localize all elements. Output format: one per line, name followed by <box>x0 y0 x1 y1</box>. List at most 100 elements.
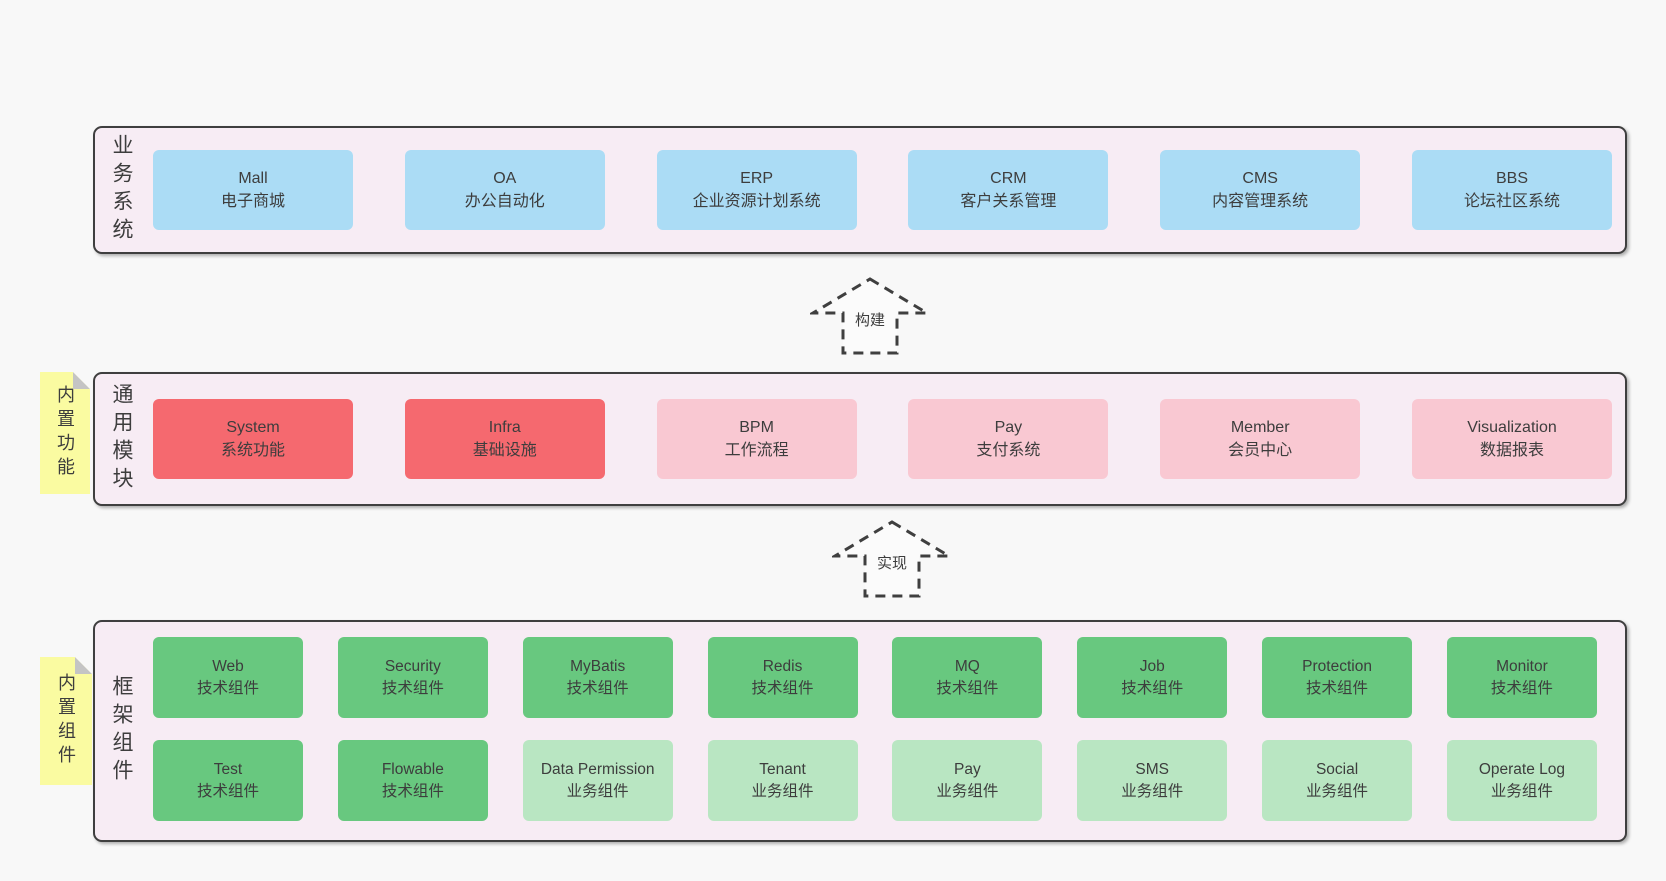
component-subtitle: 技术组件 <box>381 679 444 697</box>
component-subtitle: 业务组件 <box>1490 782 1553 800</box>
component-title: Redis <box>762 657 803 675</box>
component-title: ERP <box>740 170 774 187</box>
layer-framework-label: 框架组件 <box>110 675 133 787</box>
box-erp: ERP 企业资源计划系统 <box>656 150 857 230</box>
build-arrow-label: 构建 <box>851 309 889 330</box>
component-title: Infra <box>488 419 521 436</box>
component-title: Job <box>1139 657 1165 675</box>
business-box-row: Mall 电子商城 OA 办公自动化 ERP 企业资源计划系统 CRM 客户关系… <box>153 150 1612 230</box>
component-subtitle: 技术组件 <box>196 679 259 697</box>
component-subtitle: 技术组件 <box>1490 679 1553 697</box>
component-title: CRM <box>990 170 1027 187</box>
component-title: Monitor <box>1496 657 1548 675</box>
component-subtitle: 技术组件 <box>1121 679 1184 697</box>
box-member: Member 会员中心 <box>1160 399 1361 479</box>
layer-business-systems: 业务系统 Mall 电子商城 OA 办公自动化 ERP 企业资源计划系统 CRM… <box>93 126 1627 254</box>
component-title: CMS <box>1242 170 1278 187</box>
component-subtitle: 数据报表 <box>1479 442 1544 459</box>
component-subtitle: 技术组件 <box>936 679 999 697</box>
component-title: Tenant <box>759 760 806 778</box>
component-subtitle: 技术组件 <box>381 782 444 800</box>
component-title: BPM <box>739 419 774 436</box>
component-title: Mall <box>238 170 268 187</box>
box-bbs: BBS 论坛社区系统 <box>1411 150 1612 230</box>
component-subtitle: 业务组件 <box>751 782 814 800</box>
component-title: MyBatis <box>570 657 626 675</box>
component-title: System <box>226 419 280 436</box>
component-subtitle: 会员中心 <box>1228 442 1293 459</box>
box-infra: Infra 基础设施 <box>404 399 605 479</box>
component-title: Member <box>1230 419 1290 436</box>
box-operate-log: Operate Log 业务组件 <box>1446 740 1597 821</box>
component-title: BBS <box>1495 170 1528 187</box>
component-subtitle: 系统功能 <box>220 442 285 459</box>
layer-business-label: 业务系统 <box>110 134 133 246</box>
framework-box-row-2: Test 技术组件 Flowable 技术组件 Data Permission … <box>153 740 1597 821</box>
component-title: Protection <box>1302 657 1372 675</box>
component-subtitle: 业务组件 <box>1306 782 1369 800</box>
component-subtitle: 企业资源计划系统 <box>692 193 821 210</box>
component-title: SMS <box>1135 760 1170 778</box>
box-crm: CRM 客户关系管理 <box>908 150 1109 230</box>
component-subtitle: 业务组件 <box>936 782 999 800</box>
component-subtitle: 技术组件 <box>1306 679 1369 697</box>
box-mybatis: MyBatis 技术组件 <box>522 637 673 718</box>
component-subtitle: 工作流程 <box>724 442 789 459</box>
component-subtitle: 业务组件 <box>1121 782 1184 800</box>
component-subtitle: 支付系统 <box>976 442 1041 459</box>
component-title: Web <box>212 657 244 675</box>
build-arrow: 构建 <box>810 276 930 356</box>
box-social: Social 业务组件 <box>1262 740 1413 821</box>
box-oa: OA 办公自动化 <box>404 150 605 230</box>
box-job: Job 技术组件 <box>1077 637 1228 718</box>
component-title: Test <box>213 760 243 778</box>
component-subtitle: 办公自动化 <box>464 193 545 210</box>
box-cms: CMS 内容管理系统 <box>1160 150 1361 230</box>
component-title: Security <box>384 657 441 675</box>
box-pay: Pay 业务组件 <box>892 740 1043 821</box>
component-title: MQ <box>954 657 980 675</box>
implement-arrow: 实现 <box>832 519 952 599</box>
component-subtitle: 内容管理系统 <box>1212 193 1309 210</box>
box-pay: Pay 支付系统 <box>908 399 1109 479</box>
component-subtitle: 技术组件 <box>196 782 259 800</box>
box-data-permission: Data Permission 业务组件 <box>522 740 673 821</box>
component-subtitle: 基础设施 <box>472 442 537 459</box>
component-subtitle: 技术组件 <box>751 679 814 697</box>
component-subtitle: 技术组件 <box>566 679 629 697</box>
component-title: OA <box>493 170 517 187</box>
box-security: Security 技术组件 <box>337 637 488 718</box>
common-box-row: System 系统功能 Infra 基础设施 BPM 工作流程 Pay 支付系统… <box>153 399 1612 479</box>
component-subtitle: 业务组件 <box>566 782 629 800</box>
component-title: Data Permission <box>540 760 655 778</box>
box-mall: Mall 电子商城 <box>153 150 353 230</box>
box-visualization: Visualization 数据报表 <box>1411 399 1612 479</box>
component-title: Pay <box>954 760 981 778</box>
box-monitor: Monitor 技术组件 <box>1446 637 1597 718</box>
component-subtitle: 论坛社区系统 <box>1463 193 1560 210</box>
component-subtitle: 电子商城 <box>220 193 285 210</box>
box-tenant: Tenant 业务组件 <box>707 740 858 821</box>
framework-box-row-1: Web 技术组件 Security 技术组件 MyBatis 技术组件 Redi… <box>153 637 1597 718</box>
layer-common-label: 通用模块 <box>110 383 133 495</box>
component-title: Operate Log <box>1478 760 1565 778</box>
box-sms: SMS 业务组件 <box>1077 740 1228 821</box>
box-redis: Redis 技术组件 <box>707 637 858 718</box>
component-title: Visualization <box>1467 419 1557 436</box>
component-title: Pay <box>994 419 1023 436</box>
component-title: Flowable <box>381 760 444 778</box>
layer-framework-components: 框架组件 Web 技术组件 Security 技术组件 MyBatis 技术组件… <box>93 620 1627 842</box>
component-subtitle: 客户关系管理 <box>960 193 1057 210</box>
component-title: Social <box>1315 760 1359 778</box>
box-mq: MQ 技术组件 <box>892 637 1043 718</box>
box-bpm: BPM 工作流程 <box>656 399 857 479</box>
box-protection: Protection 技术组件 <box>1262 637 1413 718</box>
box-test: Test 技术组件 <box>153 740 303 821</box>
sticky-note-builtin-components: 内置组件 <box>40 657 92 785</box>
box-system: System 系统功能 <box>153 399 353 479</box>
box-flowable: Flowable 技术组件 <box>337 740 488 821</box>
sticky-note-builtin-features: 内置功能 <box>40 372 90 494</box>
implement-arrow-label: 实现 <box>873 552 911 573</box>
box-web: Web 技术组件 <box>153 637 303 718</box>
